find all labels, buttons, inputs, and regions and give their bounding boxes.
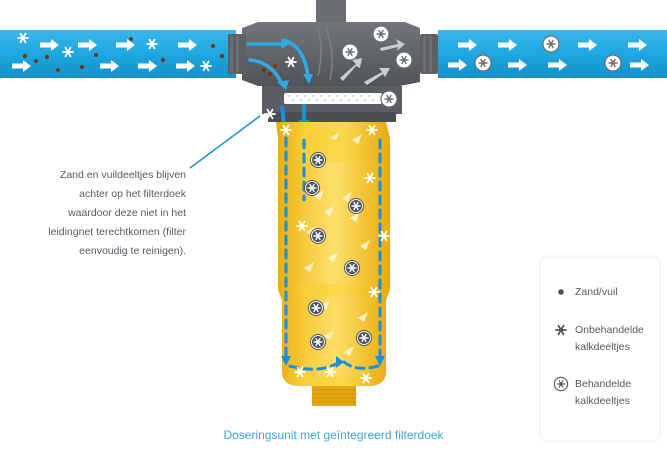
filter-cloth-annotation: Zand en vuildeeltjes blijven achter op h… xyxy=(48,169,186,257)
dirt-dot-icon xyxy=(558,289,564,295)
internal-flow-arrowheads xyxy=(281,356,385,368)
filter-head-housing xyxy=(228,0,438,122)
treated-limescale-icon xyxy=(553,376,569,392)
internal-upflow xyxy=(304,132,370,356)
inlet-pipe xyxy=(0,30,236,78)
legend-label-dirt: Zand/vuil xyxy=(575,286,618,298)
legend-label-untreated: Onbehandelde kalkdeeltjes xyxy=(575,324,644,353)
diagram-caption: Doseringsunit met geïntegreerd filterdoe… xyxy=(223,428,444,442)
legend-label-treated: Behandelde kalkdeeltjes xyxy=(575,378,632,407)
filter-body xyxy=(276,122,390,406)
filter-cloth xyxy=(284,93,382,104)
annotation-pointer-line xyxy=(189,115,261,169)
legend: Zand/vuil Onbehandelde kalkdeeltjes Beha… xyxy=(541,258,659,440)
outlet-pipe xyxy=(438,30,667,78)
internal-downflow xyxy=(284,136,382,371)
untreated-limescale-icon xyxy=(555,324,567,336)
